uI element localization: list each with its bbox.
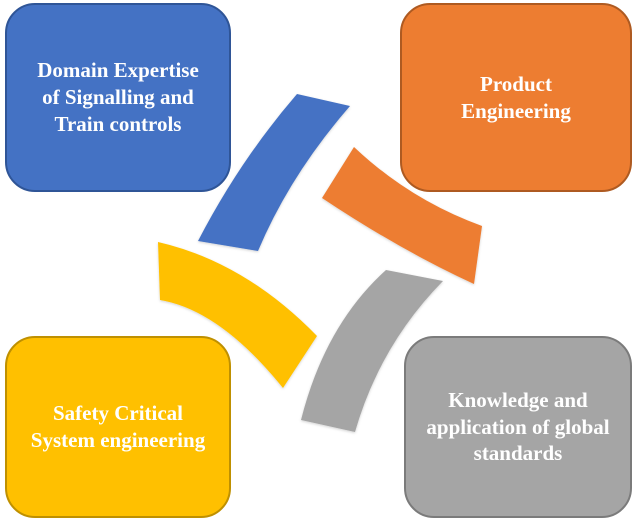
box-global-standards: Knowledge and application of global stan…	[404, 336, 632, 518]
box-product-engineering-label: Product Engineering	[461, 71, 571, 123]
box-domain-expertise-label: Domain Expertise of Signalling and Train…	[37, 58, 199, 136]
box-domain-expertise: Domain Expertise of Signalling and Train…	[5, 3, 231, 192]
arc-blue	[198, 94, 350, 251]
box-product-engineering: Product Engineering	[400, 3, 632, 192]
box-safety-critical: Safety Critical System engineering	[5, 336, 231, 518]
box-safety-critical-label: Safety Critical System engineering	[30, 401, 206, 452]
box-global-standards-label: Knowledge and application of global stan…	[426, 387, 610, 466]
arc-gray	[301, 270, 443, 432]
arc-orange	[322, 147, 482, 284]
arc-yellow	[158, 242, 317, 388]
